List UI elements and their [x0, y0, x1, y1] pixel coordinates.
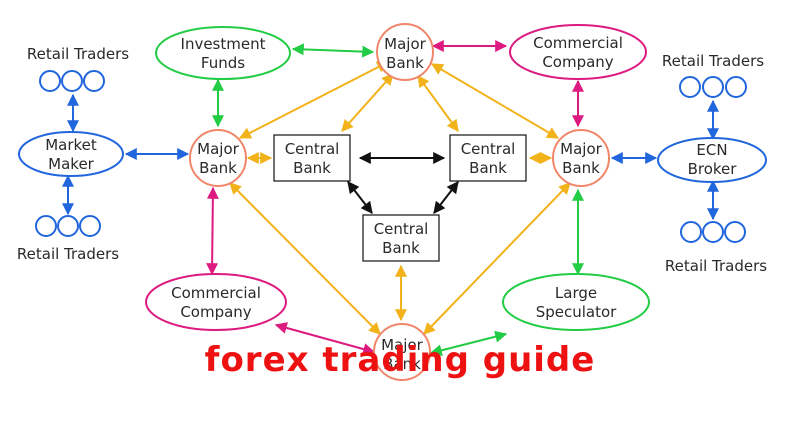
investment-funds-line2: Funds	[201, 54, 245, 72]
retail-traders-top-right-label: Retail Traders	[662, 52, 764, 70]
investment-funds-line1: Investment	[181, 35, 266, 53]
major-bank-bottom-line1: Major	[381, 336, 423, 354]
major-bank-top-line2: Bank	[386, 54, 424, 72]
commercial-company-bottom: Commercial Company	[145, 273, 287, 331]
central-bank-bottom: Central Bank	[362, 214, 440, 262]
retail-traders-top-right: Retail Traders	[662, 52, 764, 98]
central-bank-bottom-line2: Bank	[382, 239, 420, 257]
retail-traders-bottom-right-label: Retail Traders	[665, 257, 767, 275]
major-bank-right-line2: Bank	[562, 159, 600, 177]
commercial-company-bottom-line2: Company	[180, 303, 251, 321]
market-maker: Market Maker	[18, 131, 124, 177]
commercial-company-top-line1: Commercial	[533, 34, 623, 52]
major-bank-right: Major Bank	[552, 129, 610, 187]
central-bank-right: Central Bank	[449, 134, 527, 182]
large-speculator-line2: Speculator	[536, 303, 617, 321]
arrow-commercial-company-bottom-bank	[274, 322, 376, 355]
retail-traders-bottom-left: Retail Traders	[17, 215, 119, 263]
arrow-top-bank-central-right	[417, 75, 459, 132]
commercial-company-top-line2: Company	[542, 53, 613, 71]
major-bank-left-line2: Bank	[199, 159, 237, 177]
arrow-right-bank-bottom-bank	[423, 182, 571, 335]
arrow-central-right-central-bottom	[433, 181, 459, 214]
major-bank-left: Major Bank	[189, 129, 247, 187]
market-maker-line1: Market	[45, 136, 97, 154]
market-maker-line2: Maker	[48, 155, 95, 173]
major-bank-right-line1: Major	[560, 140, 602, 158]
commercial-company-bottom-line1: Commercial	[171, 284, 261, 302]
major-bank-top-line1: Major	[384, 35, 426, 53]
ecn-broker: ECN Broker	[657, 137, 767, 183]
arrow-top-bank-central-left	[341, 73, 394, 132]
retail-traders-icon	[35, 215, 101, 237]
retail-traders-top-left: Retail Traders	[27, 45, 129, 92]
arrow-central-left-central-bottom	[347, 181, 373, 214]
retail-traders-icon	[39, 70, 105, 92]
retail-traders-icon	[680, 221, 746, 243]
commercial-company-top: Commercial Company	[509, 24, 647, 80]
major-bank-top: Major Bank	[376, 23, 434, 81]
ecn-broker-line2: Broker	[688, 160, 738, 178]
major-bank-bottom: Major Bank	[373, 323, 431, 381]
arrow-left-bank-bottom-bank	[229, 182, 381, 335]
central-bank-left-line1: Central	[285, 140, 340, 158]
arrow-left-bank-commercial-company	[206, 186, 219, 276]
arrow-investment-funds-top-bank	[291, 43, 375, 58]
caption-overlay: forex trading guide	[204, 340, 596, 380]
large-speculator-line1: Large	[555, 284, 597, 302]
central-bank-right-line1: Central	[461, 140, 516, 158]
connectors	[62, 40, 719, 357]
central-bank-left-line2: Bank	[293, 159, 331, 177]
central-bank-bottom-line1: Central	[374, 220, 429, 238]
retail-traders-top-left-label: Retail Traders	[27, 45, 129, 63]
investment-funds: Investment Funds	[155, 26, 291, 80]
central-bank-right-line2: Bank	[469, 159, 507, 177]
retail-traders-bottom-left-label: Retail Traders	[17, 245, 119, 263]
major-bank-left-line1: Major	[197, 140, 239, 158]
major-bank-bottom-line2: Bank	[383, 355, 421, 373]
retail-traders-bottom-right: Retail Traders	[665, 221, 767, 275]
ecn-broker-line1: ECN	[696, 141, 727, 159]
arrow-large-speculator-bottom-bank	[429, 330, 508, 357]
large-speculator: Large Speculator	[502, 273, 650, 331]
central-bank-left: Central Bank	[273, 134, 351, 182]
retail-traders-icon	[679, 76, 747, 98]
